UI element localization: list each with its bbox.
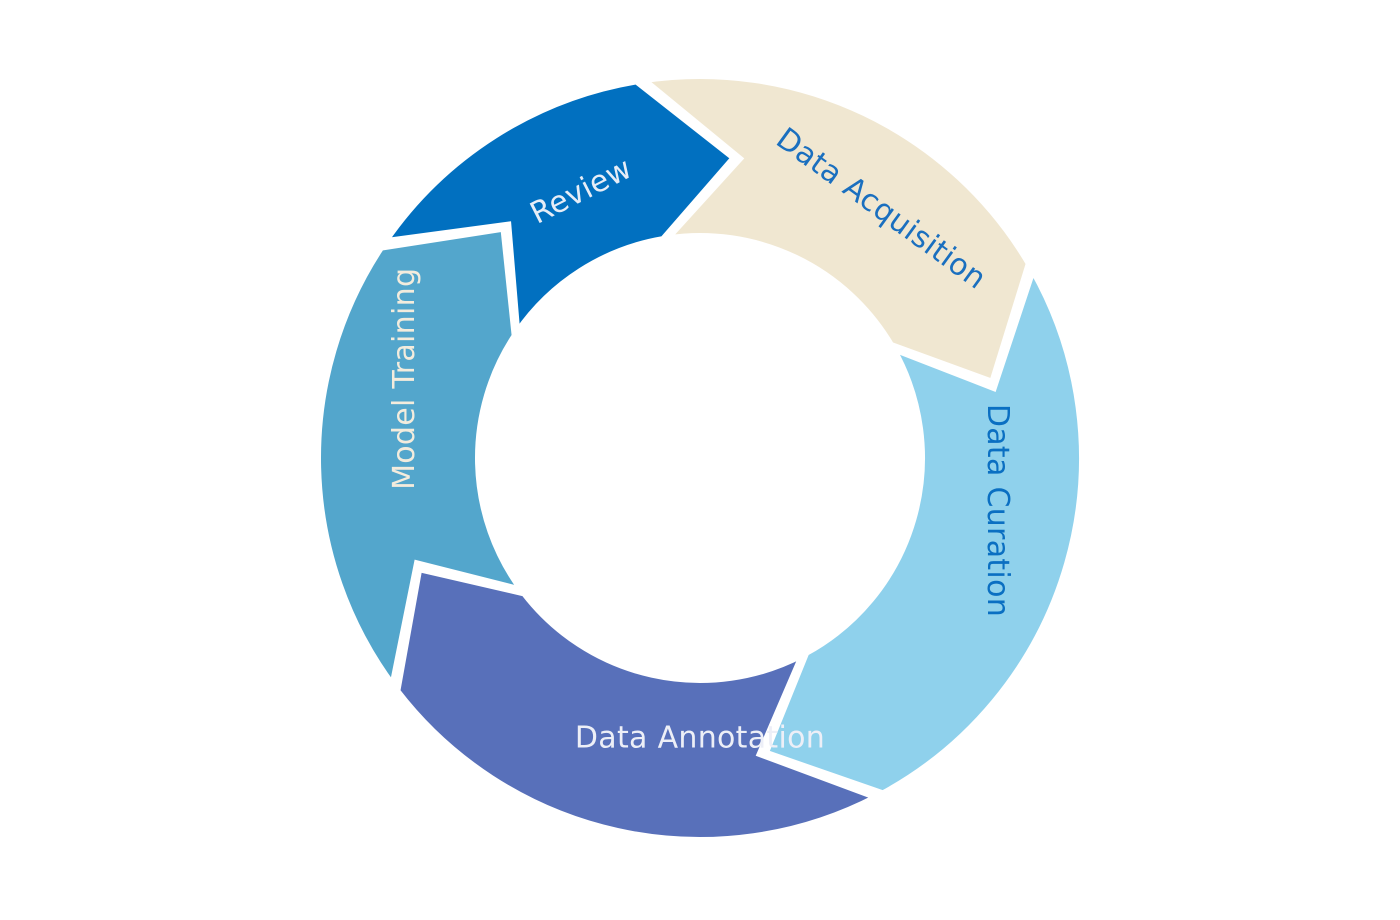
label-data-annotation: Data Annotation xyxy=(575,721,825,756)
cycle-segments xyxy=(315,73,1085,843)
segment-model-training xyxy=(315,225,529,692)
label-data-curation: Data Curation xyxy=(980,404,1015,617)
label-model-training: Model Training xyxy=(387,268,422,490)
segment-data-annotation xyxy=(394,565,884,843)
segment-data-acquisition xyxy=(637,73,1033,386)
segment-review xyxy=(379,78,738,341)
segment-data-curation xyxy=(761,263,1085,797)
